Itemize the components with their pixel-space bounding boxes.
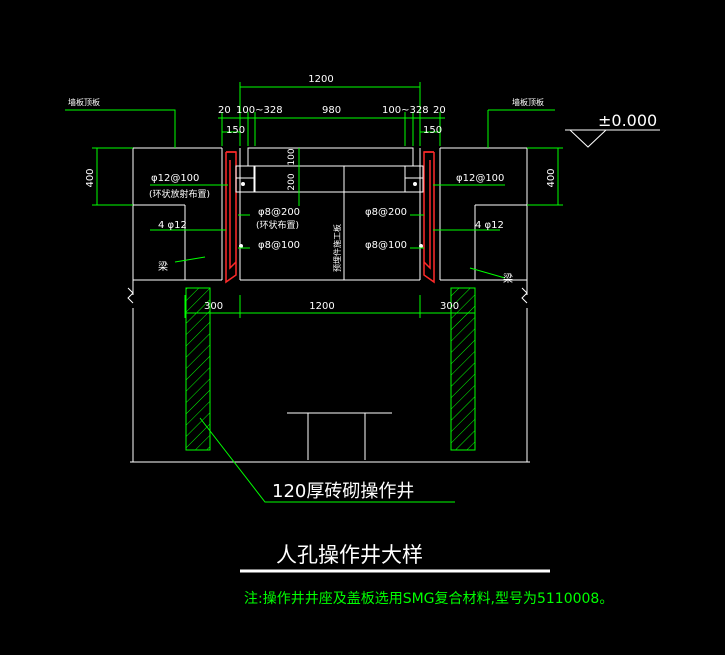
beam-right-label: 梁 xyxy=(503,272,513,285)
rebar-left-main-sub: (环状放射布置) xyxy=(149,188,210,200)
dim-100-328-right: 100~328 xyxy=(382,105,429,116)
dim-150-right: 150 xyxy=(423,125,442,136)
elevation-marker xyxy=(565,129,660,148)
center-vertical-label: 预埋件施工板 xyxy=(332,224,342,272)
dimension-lines xyxy=(65,82,563,503)
dim-1200-bottom: 1200 xyxy=(309,301,334,312)
left-brick-wall xyxy=(185,287,211,451)
rebar-left-4phi12: 4 φ12 xyxy=(158,220,187,231)
dim-top-total: 1200 xyxy=(308,74,333,85)
dim-300-left: 300 xyxy=(204,301,223,312)
rebar-left-main: φ12@100 xyxy=(151,173,199,184)
dim-980: 980 xyxy=(322,105,341,116)
elevation-label: ±0.000 xyxy=(598,111,657,130)
dim-100-328-left: 100~328 xyxy=(236,105,283,116)
rebar-right-4phi12: 4 φ12 xyxy=(475,220,504,231)
brick-walls xyxy=(185,287,476,451)
dim-100-slab: 100 xyxy=(287,148,297,165)
right-top-label: 墙板顶板 xyxy=(512,97,544,107)
rebar-right-phi8-200: φ8@200 xyxy=(365,207,407,218)
dim-400-left: 400 xyxy=(85,168,96,187)
drawing-note: 注:操作井井座及盖板选用SMG复合材料,型号为5110008。 xyxy=(244,590,613,607)
dim-150-left: 150 xyxy=(226,125,245,136)
rebar-left-phi8-200: φ8@200 xyxy=(258,207,300,218)
dim-20-left: 20 xyxy=(218,105,231,116)
rebar xyxy=(225,151,435,284)
rebar-left-phi8-200-sub: (环状布置) xyxy=(256,219,299,231)
rebar-right-phi8-100: φ8@100 xyxy=(365,240,407,251)
concrete-outline xyxy=(127,147,530,463)
dim-400-right: 400 xyxy=(546,168,557,187)
beam-left-label: 梁 xyxy=(158,260,168,273)
left-top-label: 墙板顶板 xyxy=(68,97,100,107)
rebar-left-phi8-100: φ8@100 xyxy=(258,240,300,251)
drawing-title: 人孔操作井大样 xyxy=(276,543,423,567)
dim-20-right: 20 xyxy=(433,105,446,116)
dim-200-slab: 200 xyxy=(287,173,297,190)
dim-300-right: 300 xyxy=(440,301,459,312)
rebar-right-main: φ12@100 xyxy=(456,173,504,184)
right-brick-wall xyxy=(450,287,476,451)
wall-label: 120厚砖砌操作井 xyxy=(272,481,414,502)
